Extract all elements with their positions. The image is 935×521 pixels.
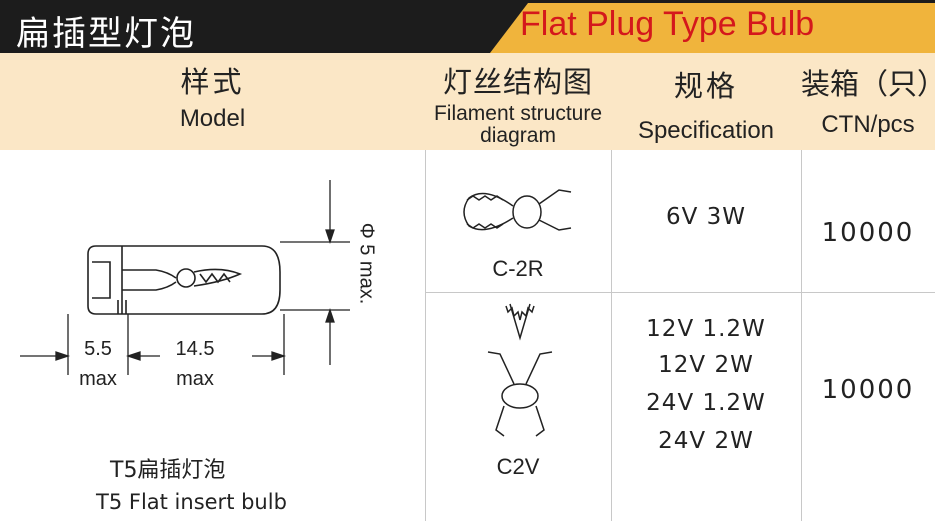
body-length-label: 14.5 <box>175 338 215 360</box>
header-model-cn: 样式 <box>180 65 245 99</box>
header-filament-en-2: diagram <box>480 124 556 147</box>
ctn-row-2: 10000 <box>821 375 915 405</box>
t5-bulb-dimension-drawing <box>20 180 350 375</box>
model-name-cn: T5扁插灯泡 <box>110 458 226 483</box>
header-filament: 灯丝结构图 Filament structure diagram <box>425 53 611 150</box>
divider <box>425 292 935 293</box>
diameter-label: Φ 5 max. <box>355 222 378 305</box>
spec-row-2-line-2: 12V 2W <box>658 352 754 378</box>
divider <box>425 150 426 521</box>
banner-title-en: Flat Plug Type Bulb <box>520 5 815 43</box>
spec-row-2-line-3: 24V 1.2W <box>646 390 766 416</box>
header-ctn-cn: 装箱（只） <box>801 67 935 101</box>
base-max-label: max <box>79 368 117 390</box>
divider <box>611 150 612 521</box>
model-name-en: T5 Flat insert bulb <box>96 490 287 514</box>
spec-row-2-line-1: 12V 1.2W <box>646 316 766 342</box>
table-header: 样式 Model 灯丝结构图 Filament structure diagra… <box>0 53 935 150</box>
spec-row-2-line-4: 24V 2W <box>658 428 754 454</box>
banner-title-cn: 扁插型灯泡 <box>16 14 196 54</box>
header-spec-cn: 规格 <box>673 69 738 103</box>
filament-label-c2v: C2V <box>496 454 540 479</box>
ctn-row-1: 10000 <box>821 218 915 248</box>
banner-accent <box>490 3 935 53</box>
header-ctn: 装箱（只） CTN/pcs <box>801 53 935 150</box>
header-model-en: Model <box>179 105 246 132</box>
header-model: 样式 Model <box>0 53 425 150</box>
body-max-label: max <box>176 368 214 390</box>
header-spec-en: Specification <box>637 117 775 144</box>
c-2r-filament-icon <box>463 189 572 231</box>
filament-label-c-2r: C-2R <box>492 256 544 281</box>
header-spec: 规格 Specification <box>611 53 801 150</box>
header-filament-en-1: Filament structure <box>433 102 603 125</box>
header-ctn-en: CTN/pcs <box>821 111 915 138</box>
divider <box>801 150 802 521</box>
base-length-label: 5.5 <box>84 338 112 360</box>
spec-row-1-line-1: 6V 3W <box>665 204 747 230</box>
header-filament-cn: 灯丝结构图 <box>442 65 593 99</box>
c2v-filament-icon <box>487 303 553 437</box>
